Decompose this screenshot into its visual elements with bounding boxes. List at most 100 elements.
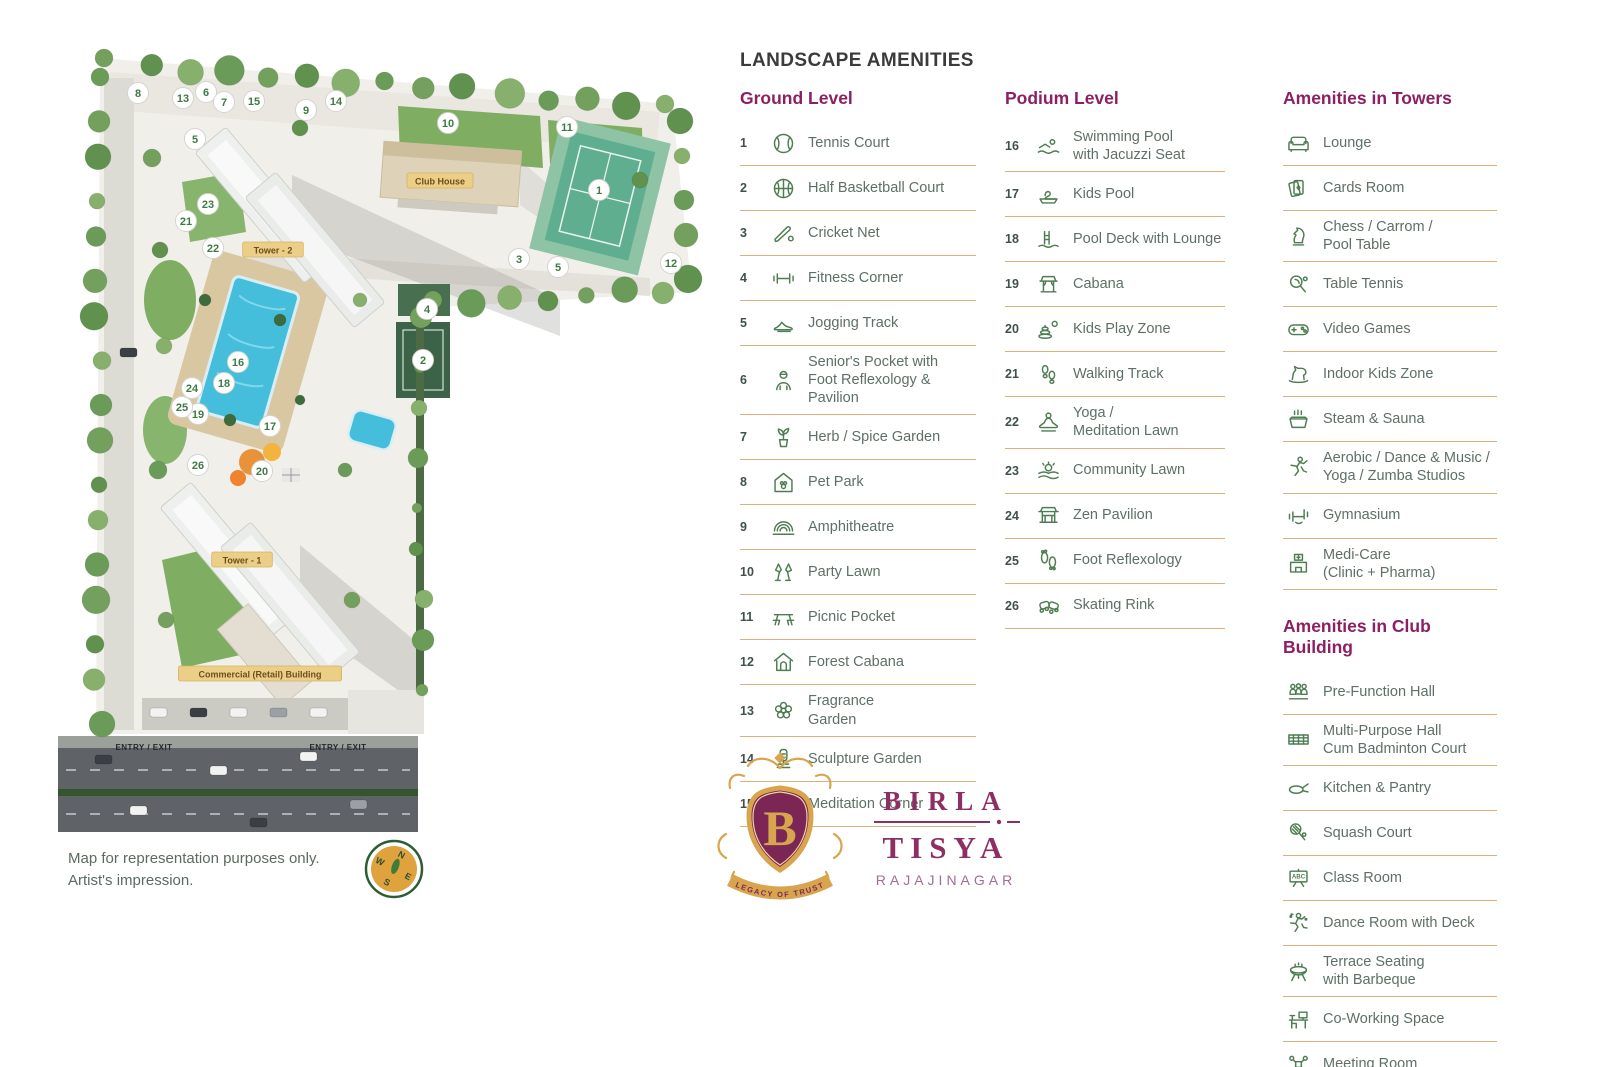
poolsteps-icon	[1033, 224, 1063, 254]
map-marker-16: 16	[227, 351, 249, 373]
amenity-label: Yoga / Meditation Lawn	[1073, 405, 1179, 440]
disclaimer-line-2: Artist's impression.	[68, 871, 194, 889]
toast-icon	[768, 557, 798, 587]
map-marker-20: 20	[251, 460, 273, 482]
amenity-item: 17 Kids Pool	[1005, 172, 1225, 218]
map-marker-23: 23	[197, 193, 219, 215]
amenity-label: Foot Reflexology	[1073, 552, 1182, 569]
amenity-item: 2 Half Basketball Court	[740, 166, 976, 211]
car	[189, 707, 208, 718]
amenity-label: Meeting Room	[1323, 1056, 1418, 1067]
tree	[407, 447, 429, 469]
amenity-label: Kids Pool	[1073, 186, 1135, 203]
rockinghorse-icon	[1283, 359, 1313, 389]
tree	[82, 268, 108, 294]
cowork-icon	[1283, 1004, 1313, 1034]
communitylawn-icon	[1033, 456, 1063, 486]
flower-icon	[768, 696, 798, 726]
brand-name: BIRLA	[883, 786, 1009, 816]
map-marker-21: 21	[175, 210, 197, 232]
tree	[411, 628, 435, 652]
project-name: TISYA	[883, 830, 1010, 865]
knight-icon	[1283, 221, 1313, 251]
amenity-label: Half Basketball Court	[808, 179, 945, 196]
crest-initial: B	[763, 800, 796, 856]
tree	[88, 192, 106, 210]
amenity-number: 3	[740, 226, 747, 240]
map-marker-10: 10	[437, 112, 459, 134]
svg-text:26: 26	[192, 460, 204, 472]
map-marker-4: 4	[416, 298, 438, 320]
tree	[90, 67, 110, 87]
tree	[291, 119, 309, 137]
tree	[92, 351, 112, 371]
club-building-header: Amenities in Club Building	[1283, 615, 1431, 657]
hallpeople-icon	[1283, 677, 1313, 707]
dancer-icon	[1283, 452, 1313, 482]
amenity-item: Chess / Carrom / Pool Table	[1283, 211, 1497, 263]
tree	[140, 53, 164, 77]
amenity-number: 23	[1005, 463, 1019, 478]
car	[229, 707, 248, 718]
tree	[87, 509, 109, 531]
map-marker-1: 1	[588, 179, 610, 201]
svg-text:16: 16	[232, 357, 244, 369]
amenity-number: 16	[1005, 139, 1019, 154]
hut-icon	[768, 647, 798, 677]
tree	[537, 290, 559, 312]
car	[299, 751, 318, 762]
amenity-label: Jogging Track	[808, 314, 899, 331]
map-marker-13: 13	[172, 87, 194, 109]
amenity-label: Picnic Pocket	[808, 609, 896, 626]
swan-icon	[1033, 179, 1063, 209]
entry-plaza	[348, 690, 424, 734]
svg-text:5: 5	[192, 134, 198, 146]
svg-text:ABC: ABC	[1291, 873, 1305, 880]
amenity-number: 5	[740, 316, 747, 330]
crest: B LEGACY OF TRUST	[717, 752, 843, 900]
car	[209, 765, 228, 776]
amenity-number: 9	[740, 520, 747, 535]
tree	[273, 313, 287, 327]
tree	[494, 77, 526, 109]
svg-text:1: 1	[596, 185, 602, 197]
tree	[223, 413, 237, 427]
entry-exit-label: ENTRY / EXIT	[115, 743, 172, 752]
map-disclaimer: Map for representation purposes only. Ar…	[68, 848, 320, 892]
swimmer-icon	[1033, 131, 1063, 161]
meeting-icon	[1283, 1049, 1313, 1067]
amenity-label: Amphitheatre	[808, 519, 895, 536]
tree	[337, 462, 353, 478]
car	[349, 799, 368, 810]
amenity-item: Aerobic / Dance & Music / Yoga / Zumba S…	[1283, 442, 1497, 494]
svg-text:6: 6	[203, 87, 209, 99]
plant-icon	[768, 422, 798, 452]
tree	[352, 292, 368, 308]
amenity-label: Gymnasium	[1323, 507, 1401, 524]
kids-pool-area	[347, 409, 397, 451]
amenity-item: Video Games	[1283, 307, 1497, 353]
map-marker-26: 26	[187, 454, 209, 476]
amenity-number: 25	[1005, 553, 1019, 568]
car	[129, 805, 148, 816]
amenity-number: 17	[1005, 187, 1019, 202]
tree	[574, 86, 600, 112]
amenity-label: Lounge	[1323, 134, 1372, 151]
tree	[79, 301, 109, 331]
tree	[414, 589, 434, 609]
amenity-label: Steam & Sauna	[1323, 411, 1425, 428]
amenity-number: 2	[740, 181, 747, 195]
amenity-label: Fitness Corner	[808, 269, 904, 286]
main-road	[58, 736, 418, 832]
amenity-item: Terrace Seating with Barbeque	[1283, 946, 1497, 998]
